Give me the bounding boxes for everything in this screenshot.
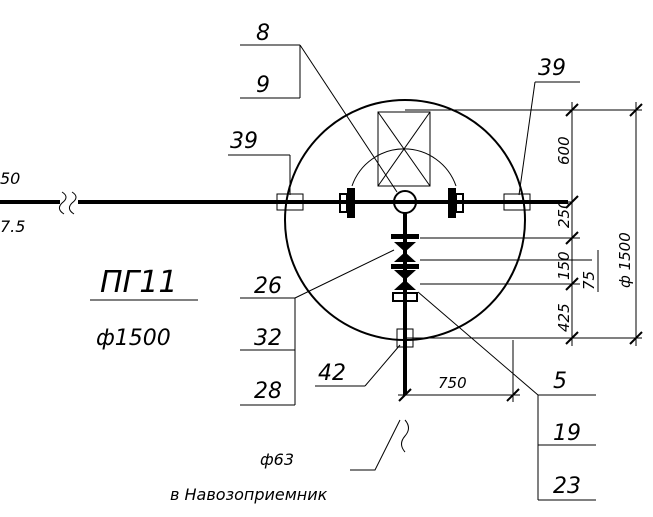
dim-150: 150 bbox=[555, 251, 573, 280]
reference-lines bbox=[405, 109, 642, 339]
callout-32: 32 bbox=[254, 326, 282, 351]
pipe-label-top: 50 bbox=[0, 169, 20, 188]
main-pipeline bbox=[0, 191, 568, 215]
dim-750: 750 bbox=[438, 374, 467, 392]
outlet-diameter: ф63 bbox=[260, 450, 294, 469]
dim-chain-vertical bbox=[530, 102, 643, 346]
well-diameter: ф1500 bbox=[96, 326, 171, 351]
callout-28: 28 bbox=[254, 379, 282, 404]
callout-8: 8 bbox=[256, 21, 270, 46]
upper-chamber bbox=[351, 111, 457, 187]
callout-39-right-frame bbox=[518, 81, 580, 196]
dim-250: 250 bbox=[555, 199, 573, 228]
callout-42: 42 bbox=[318, 361, 346, 386]
dim-1500: ф 1500 bbox=[616, 232, 634, 288]
callout-42-frame bbox=[315, 344, 401, 387]
outlet-pipe bbox=[350, 419, 409, 471]
callout-39-left-frame bbox=[228, 154, 291, 195]
outlet-destination: в Навозоприемник bbox=[170, 485, 328, 504]
callout-26: 26 bbox=[254, 274, 282, 299]
callout-26-32-28-frame bbox=[240, 249, 395, 406]
callout-8-9-frame bbox=[240, 44, 398, 193]
dim-750-line bbox=[398, 340, 520, 402]
callout-19: 19 bbox=[553, 421, 581, 446]
callout-23: 23 bbox=[553, 474, 581, 499]
callout-5: 5 bbox=[553, 369, 567, 394]
dim-75: 75 bbox=[580, 271, 598, 290]
well-code: ПГ11 bbox=[100, 265, 177, 300]
pipe-label-bottom: 7.5 bbox=[0, 217, 25, 236]
riser-assembly bbox=[391, 213, 419, 395]
dim-425: 425 bbox=[555, 303, 573, 332]
dim-600: 600 bbox=[555, 136, 573, 165]
callout-9: 9 bbox=[256, 73, 270, 98]
callout-5-19-23-frame bbox=[417, 291, 596, 501]
callout-39-left: 39 bbox=[230, 129, 258, 154]
callout-39-right: 39 bbox=[538, 56, 566, 81]
